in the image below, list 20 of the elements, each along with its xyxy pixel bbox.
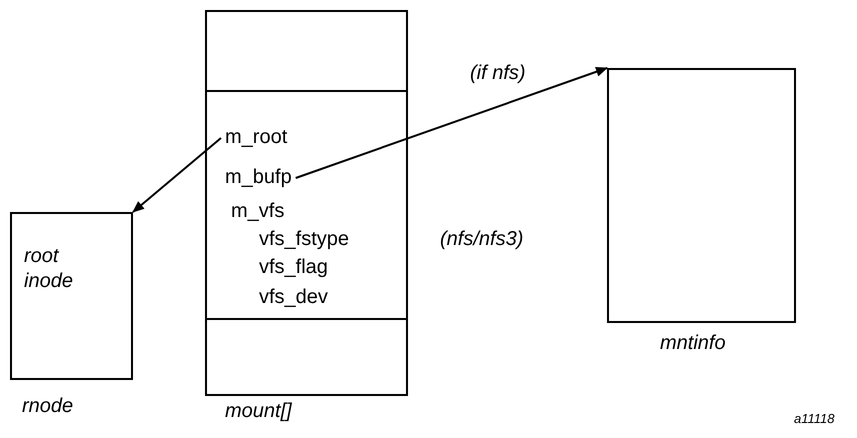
field-name: m_root: [225, 126, 288, 148]
structure-box: [607, 68, 796, 323]
field-name: vfs_fstype: [259, 228, 350, 250]
arrow: [132, 137, 222, 213]
field-name: vfs_flag: [259, 256, 328, 278]
note-text: (nfs/nfs3): [440, 228, 524, 250]
structure-box: [205, 318, 408, 396]
field-name: vfs_dev: [259, 286, 328, 308]
arrow: [295, 66, 608, 179]
figure-id: a11118: [794, 410, 834, 428]
box-caption: rnode: [22, 395, 74, 417]
structure-box: [205, 90, 408, 320]
box-caption: mntinfo: [660, 332, 726, 354]
structure-box: [205, 10, 408, 92]
field-name: m_bufp: [225, 166, 292, 188]
box-text: root inode: [24, 244, 74, 294]
structure-box: [10, 212, 133, 380]
field-name: m_vfs: [231, 200, 284, 222]
edge-label: (if nfs): [470, 62, 526, 84]
box-caption: mount[]: [225, 400, 292, 422]
